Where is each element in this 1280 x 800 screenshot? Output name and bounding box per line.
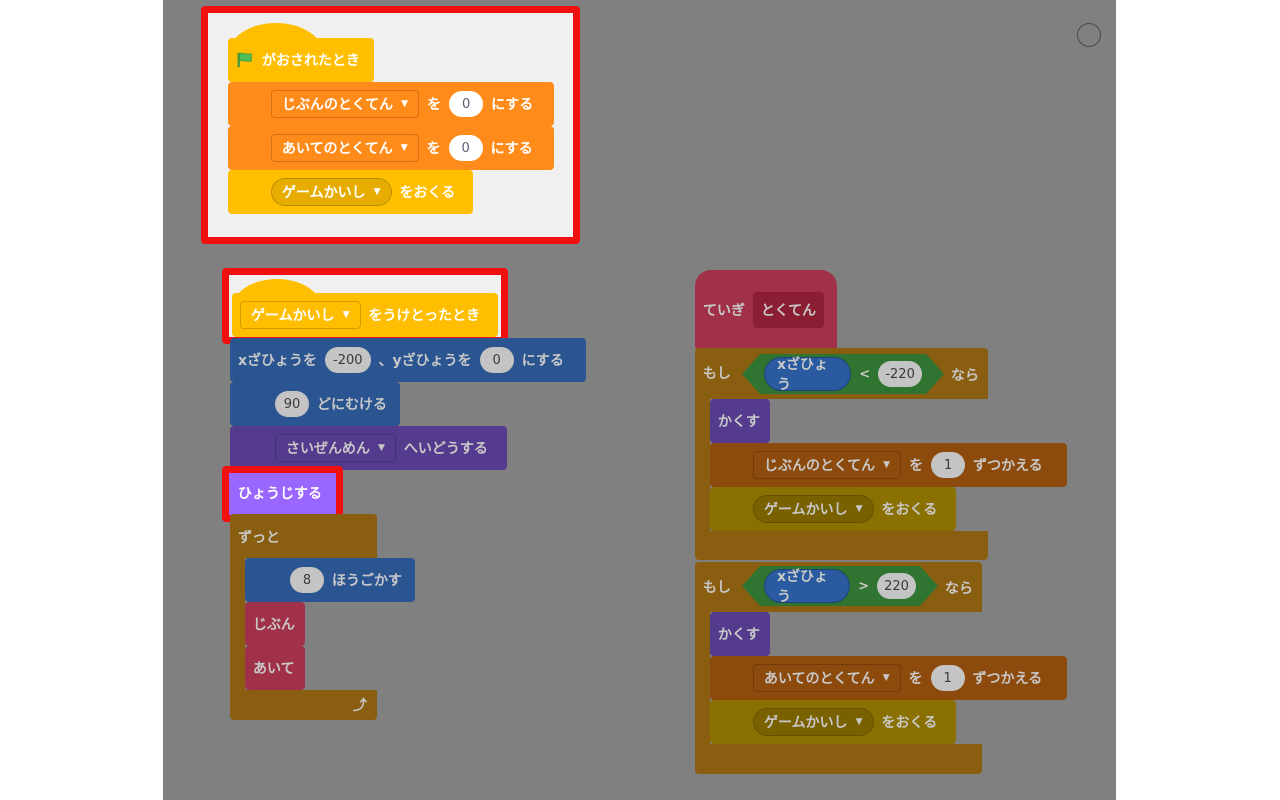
variable-dropdown[interactable]: じぶんのとくてん ▼ — [271, 90, 420, 118]
label-wo: を — [908, 671, 923, 687]
x-input[interactable]: -200 — [325, 347, 371, 373]
goto-xy-block[interactable]: xざひょうを -200 、yざひょうを 0 にする — [230, 338, 586, 382]
circle-indicator-icon — [1077, 23, 1101, 47]
show-label: ひょうじする — [238, 486, 322, 502]
label-suffix: にする — [490, 141, 533, 157]
label-wo: を — [909, 458, 924, 474]
chevron-down-icon: ▼ — [400, 143, 408, 153]
variable-dropdown[interactable]: あいてのとくてん ▼ — [271, 134, 419, 162]
message-name: ゲームかいし — [251, 308, 335, 324]
label-suffix: どにむける — [317, 397, 387, 413]
when-flag-clicked-block[interactable]: がおされたとき — [228, 38, 374, 82]
chevron-down-icon: ▼ — [373, 187, 381, 197]
if-label: もし — [703, 366, 731, 382]
message-dropdown[interactable]: ゲームかいし ▼ — [753, 708, 874, 736]
value-input[interactable]: 0 — [449, 91, 484, 117]
message-dropdown[interactable]: ゲームかいし ▼ — [753, 495, 874, 523]
label-suffix: をおくる — [881, 502, 938, 518]
define-block[interactable]: ていぎ とくてん — [695, 270, 837, 350]
hide-block[interactable]: かくす — [710, 399, 770, 443]
show-block[interactable]: ひょうじする — [230, 474, 334, 512]
call-procedure-block-1[interactable]: じぶん — [245, 602, 305, 646]
label-wo: を — [427, 97, 442, 113]
variable-name: じぶんのとくてん — [282, 97, 394, 113]
steps-input[interactable]: 8 — [290, 567, 324, 593]
value-input[interactable]: 1 — [930, 665, 965, 691]
loop-arrow-icon: ⤴ — [353, 698, 367, 714]
when-receive-block[interactable]: ゲームかいし ▼ をうけとったとき — [232, 293, 498, 337]
y-input[interactable]: 0 — [479, 347, 514, 373]
change-variable-block[interactable]: あいてのとくてん ▼ を 1 ずつかえる — [710, 656, 1067, 700]
forever-label: ずっと — [238, 530, 280, 546]
label-suffix: ずつかえる — [973, 458, 1043, 474]
chevron-down-icon: ▼ — [882, 673, 890, 683]
chevron-down-icon: ▼ — [401, 99, 409, 109]
label-suffix: をおくる — [399, 185, 456, 201]
greater-than-operator[interactable]: xざひょう > 220 — [742, 566, 938, 606]
broadcast-block[interactable]: ゲームかいし ▼ をおくる — [710, 487, 956, 531]
chevron-down-icon: ▼ — [378, 443, 385, 453]
call-procedure-block-2[interactable]: あいて — [245, 646, 305, 690]
chevron-down-icon: ▼ — [883, 460, 891, 470]
broadcast-block[interactable]: ゲームかいし ▼ をおくる — [228, 170, 473, 214]
compare-input[interactable]: -220 — [878, 361, 922, 387]
label-wo: を — [426, 141, 441, 157]
hide-label: かくす — [718, 414, 760, 430]
procedure-prototype[interactable]: とくてん — [753, 292, 825, 328]
label-suffix: にする — [491, 97, 534, 113]
label-suffix: ほうごかす — [332, 573, 402, 589]
define-label: ていぎ — [703, 303, 745, 319]
label-suffix: ずつかえる — [972, 671, 1043, 687]
go-to-layer-block[interactable]: さいぜんめん ▼ へいどうする — [230, 426, 507, 470]
x-position-reporter[interactable]: xざひょう — [764, 569, 850, 603]
message-name: ゲームかいし — [764, 715, 848, 731]
direction-input[interactable]: 90 — [275, 391, 309, 417]
x-position-reporter[interactable]: xざひょう — [764, 357, 851, 391]
set-variable-block-1[interactable]: じぶんのとくてん ▼ を 0 にする — [228, 82, 554, 126]
variable-name: あいてのとくてん — [764, 671, 875, 687]
hide-label: かくす — [718, 627, 760, 643]
chevron-down-icon: ▼ — [342, 310, 350, 320]
procedure-name: あいて — [253, 661, 295, 677]
label-suffix: をうけとったとき — [368, 308, 481, 324]
variable-name: あいてのとくてん — [282, 141, 393, 157]
label-y: 、yざひょうを — [378, 353, 472, 369]
variable-dropdown[interactable]: じぶんのとくてん ▼ — [753, 451, 902, 479]
operator-symbol: > — [858, 578, 870, 594]
broadcast-block[interactable]: ゲームかいし ▼ をおくる — [710, 700, 956, 744]
chevron-down-icon: ▼ — [855, 717, 863, 727]
green-flag-icon — [237, 52, 252, 68]
label-suffix: をおくる — [881, 715, 938, 731]
compare-input[interactable]: 220 — [877, 573, 916, 599]
label-x: xざひょうを — [238, 353, 318, 369]
value-input[interactable]: 1 — [931, 452, 966, 478]
if-label: もし — [703, 580, 731, 596]
hat-label: がおされたとき — [262, 53, 360, 69]
point-direction-block[interactable]: 90 どにむける — [230, 382, 400, 426]
message-name: ゲームかいし — [764, 502, 848, 518]
less-than-operator[interactable]: xざひょう < -220 — [742, 354, 944, 394]
procedure-name: じぶん — [253, 617, 295, 633]
operator-symbol: < — [859, 366, 871, 382]
layer-dropdown[interactable]: さいぜんめん ▼ — [275, 434, 396, 462]
label-suffix: にする — [521, 353, 564, 369]
value-input[interactable]: 0 — [448, 135, 483, 161]
label-suffix: へいどうする — [403, 441, 488, 457]
then-label: なら — [945, 581, 973, 597]
message-dropdown[interactable]: ゲームかいし ▼ — [271, 178, 392, 206]
message-dropdown[interactable]: ゲームかいし ▼ — [240, 301, 361, 329]
then-label: なら — [951, 368, 979, 384]
forever-bottom: ⤴ — [230, 690, 377, 720]
move-steps-block[interactable]: 8 ほうごかす — [245, 558, 415, 602]
chevron-down-icon: ▼ — [855, 504, 863, 514]
layer-option: さいぜんめん — [286, 441, 370, 457]
variable-dropdown[interactable]: あいてのとくてん ▼ — [753, 664, 901, 692]
change-variable-block[interactable]: じぶんのとくてん ▼ を 1 ずつかえる — [710, 443, 1067, 487]
set-variable-block-2[interactable]: あいてのとくてん ▼ を 0 にする — [228, 126, 554, 170]
hide-block[interactable]: かくす — [710, 612, 770, 656]
variable-name: じぶんのとくてん — [764, 458, 876, 474]
message-name: ゲームかいし — [282, 185, 366, 201]
